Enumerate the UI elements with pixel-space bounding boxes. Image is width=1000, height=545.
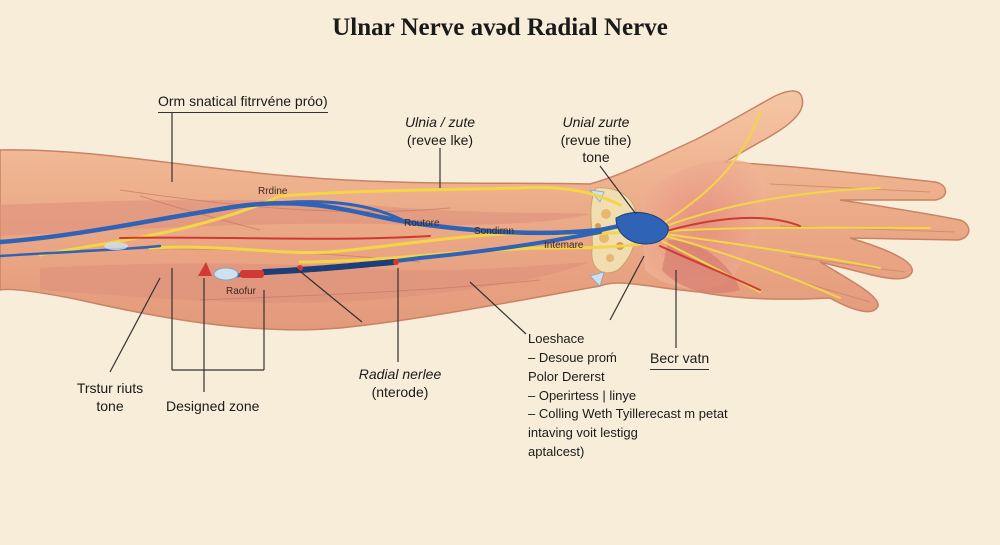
callout-radial-nerve-title: Radial nerlee (358, 366, 442, 382)
leader-lines (109, 112, 677, 392)
nerve-dot-2 (393, 259, 399, 265)
callout-ulnar-zute-2-sub2: tone (582, 149, 610, 165)
carpal-bones (589, 187, 638, 287)
callout-ulnar-zute-1-title: Ulnia / zute (404, 114, 476, 130)
callout-designed-zone: Designed zone (166, 398, 260, 414)
notes-line-1: Loeshace (528, 331, 585, 346)
notes-line-7: aptalcest) (528, 444, 585, 460)
label-raofur: Raofur (226, 286, 257, 297)
ulnar-nerve-segment (261, 259, 397, 275)
callout-trstur-line1: Trstur riuts (76, 380, 144, 396)
elbow-node (104, 242, 128, 250)
nerve-node (213, 267, 239, 281)
leader-raofur (295, 267, 363, 323)
notes-line-4: – Operirtess | linye (528, 387, 637, 403)
ulnar-nerve-wrist-swelling (615, 211, 669, 245)
page-title: Ulnar Nerve avəd Radial Nerve (332, 14, 668, 41)
label-routore: Routore (404, 218, 440, 229)
notes-line-2: – Desoue proḿ (528, 349, 617, 365)
hand-nerve-branches (649, 111, 931, 299)
callout-ulnar-zute-2: Unial zurte (revue tihe) tone (548, 114, 644, 167)
leader-ulnar-zute-2 (599, 165, 637, 215)
muscle-band-lower (40, 262, 590, 303)
callout-trstur: Trstur riuts tone (60, 380, 160, 415)
label-rrdine: Rrdine (258, 186, 288, 197)
thumb-muscle (662, 240, 740, 294)
leader-notes (609, 255, 645, 321)
notes-line-3: Polor Dererst (528, 368, 605, 384)
callout-top-left: Orm snatical fitrrvéne próo) (158, 93, 328, 113)
callout-ulnar-zute-2-title: Unial zurte (562, 114, 630, 130)
nerve-node-red (240, 270, 264, 278)
label-intemare: Intemare (544, 240, 584, 251)
forearm-muscles (0, 199, 590, 303)
label-sondirnn: Sondirnn (474, 226, 515, 237)
callout-ulnar-zute-2-sub1: (revue tihe) (560, 131, 632, 148)
callout-ulnar-zute-1: Ulnia / zute (revee lke) (388, 114, 492, 149)
callout-trstur-line2: tone (96, 397, 124, 414)
leader-loeshace (469, 281, 527, 335)
notes-line-6: intaving voit lestigg (528, 425, 638, 441)
callout-ulnar-zute-1-sub: (revee lke) (406, 131, 474, 148)
notes-line-5: – Colling Weth Tyillerecast m petat (528, 406, 728, 422)
callout-becr-vatn: Becr vatn (650, 350, 710, 370)
notes-list: Loeshace – Desoue proḿ Polor Dererst – … (528, 330, 728, 462)
callout-radial-nerve-sub: (nterode) (371, 383, 429, 400)
muscle-band-upper (0, 199, 590, 236)
artery-marker (198, 262, 212, 276)
leader-trstur (109, 277, 161, 373)
callout-radial-nerve: Radial nerlee (nterode) (346, 366, 454, 401)
